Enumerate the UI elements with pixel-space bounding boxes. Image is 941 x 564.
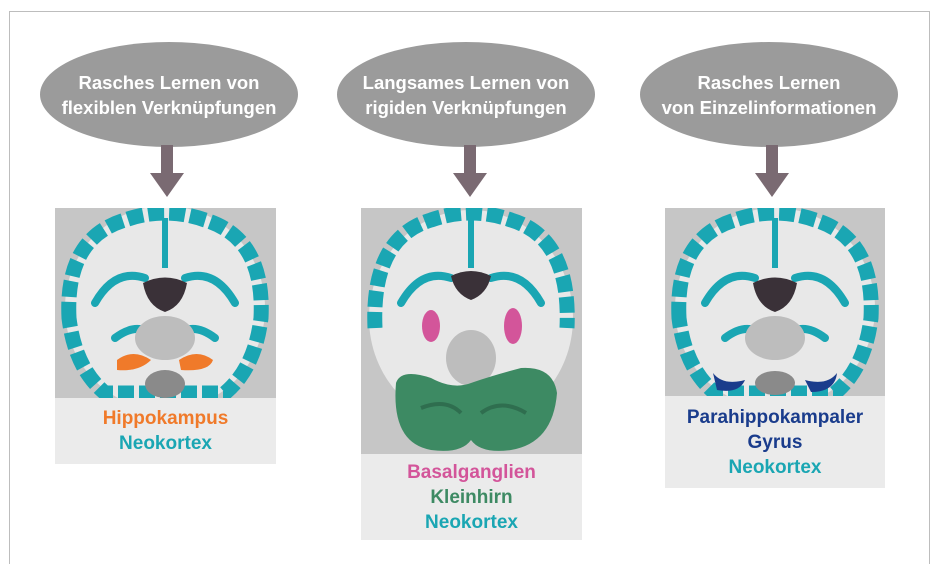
brain-scan-image bbox=[361, 208, 582, 454]
label-cerebellum: Kleinhirn bbox=[430, 485, 512, 510]
region-label-box: Parahippokampaler Gyrus Neokortex bbox=[665, 396, 885, 488]
label-neocortex: Neokortex bbox=[425, 510, 518, 535]
oval-line-2: rigiden Verknüpfungen bbox=[365, 95, 566, 120]
region-label-box: Hippokampus Neokortex bbox=[55, 398, 276, 464]
label-basal-ganglia: Basalganglien bbox=[407, 460, 536, 485]
down-arrow-icon bbox=[755, 145, 789, 197]
oval-line-1: Langsames Lernen von bbox=[363, 70, 570, 95]
down-arrow-icon bbox=[453, 145, 487, 197]
learning-type-oval: Langsames Lernen von rigiden Verknüpfung… bbox=[337, 42, 595, 147]
oval-line-2: von Einzelinformationen bbox=[662, 95, 877, 120]
brain-scan-image bbox=[55, 208, 276, 398]
label-gyrus: Gyrus bbox=[748, 430, 803, 455]
brain-scan-image bbox=[665, 208, 885, 396]
label-neocortex: Neokortex bbox=[729, 455, 822, 480]
label-hippocampus: Hippokampus bbox=[103, 406, 229, 431]
learning-type-oval: Rasches Lernen von Einzelinformationen bbox=[640, 42, 898, 147]
region-label-box: Basalganglien Kleinhirn Neokortex bbox=[361, 454, 582, 540]
label-parahippocampal: Parahippokampaler bbox=[687, 405, 863, 430]
oval-line-2: flexiblen Verknüpfungen bbox=[62, 95, 277, 120]
label-neocortex: Neokortex bbox=[119, 431, 212, 456]
oval-line-1: Rasches Lernen bbox=[698, 70, 841, 95]
learning-type-oval: Rasches Lernen von flexiblen Verknüpfung… bbox=[40, 42, 298, 147]
oval-line-1: Rasches Lernen von bbox=[79, 70, 260, 95]
down-arrow-icon bbox=[150, 145, 184, 197]
